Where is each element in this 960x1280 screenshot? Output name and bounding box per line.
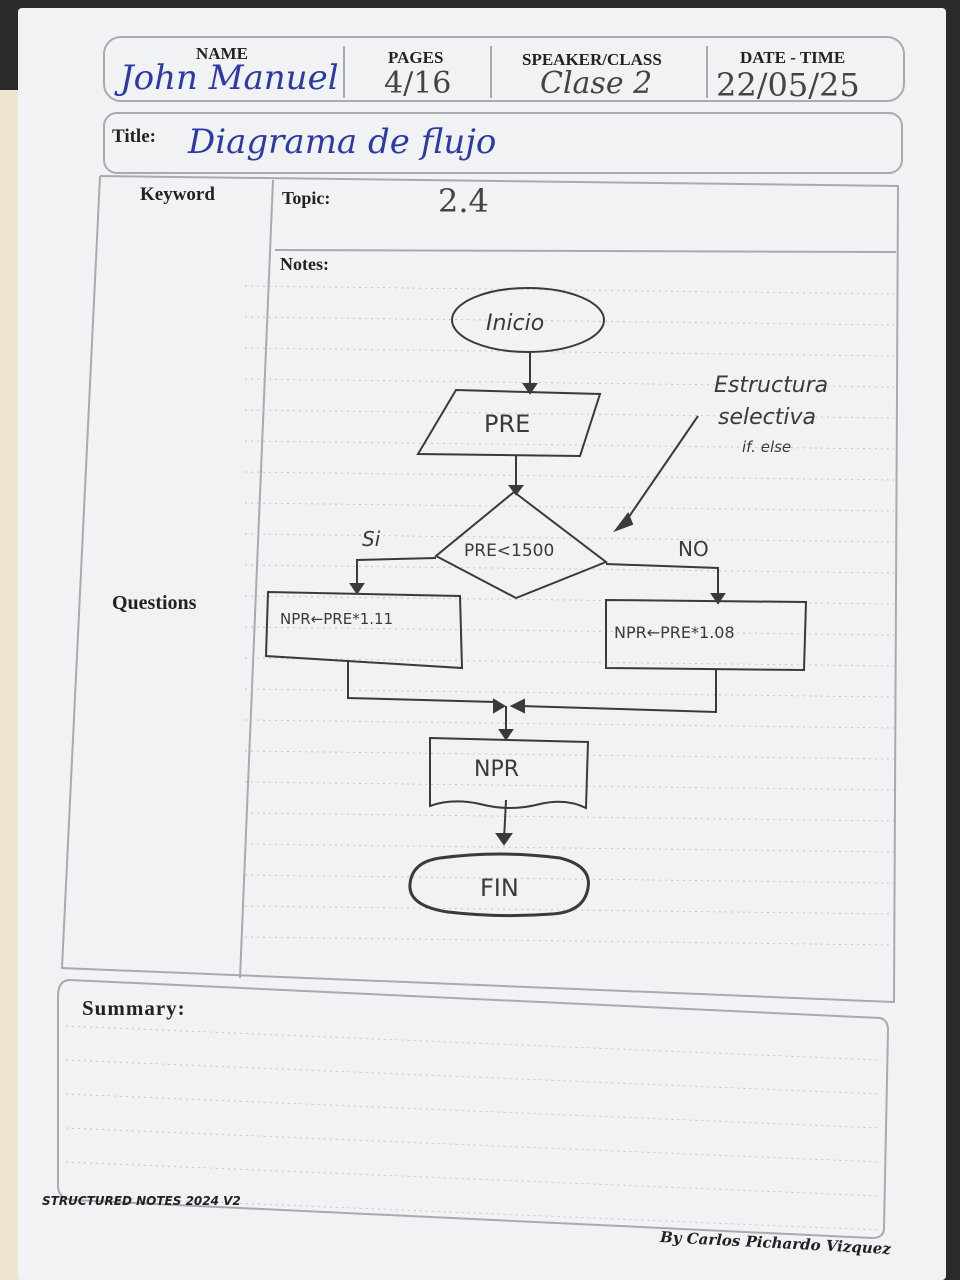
note-line <box>244 502 895 512</box>
yes-branch <box>356 557 437 590</box>
note-line <box>244 874 895 884</box>
summary-line <box>65 1195 881 1231</box>
notes-label: Notes: <box>280 254 329 274</box>
note-line <box>244 750 895 760</box>
no-process-node <box>605 598 808 672</box>
header-divider-2 <box>490 46 492 98</box>
summary-line <box>65 1127 881 1163</box>
decision-node <box>434 490 609 600</box>
output-label: NPR <box>474 757 519 782</box>
arrow-head <box>495 833 513 846</box>
keyword-label: Keyword <box>140 184 215 205</box>
frame-outline <box>60 175 900 1004</box>
arrow-head <box>710 593 726 605</box>
note-line <box>244 533 895 543</box>
arrow-head <box>508 485 524 496</box>
note-line <box>244 719 895 729</box>
date-label: DATE - TIME <box>740 48 846 67</box>
note-line <box>244 936 895 946</box>
annotation-arrow <box>623 415 699 525</box>
summary-lines <box>65 1025 881 1231</box>
annotation-line-1: Estructura <box>714 373 828 398</box>
end-label: FIN <box>480 874 519 902</box>
end-node <box>408 852 590 918</box>
annotation-line-2: selectiva <box>718 405 816 430</box>
note-line <box>244 285 895 295</box>
ruled-lines <box>244 285 895 946</box>
title-label: Title: <box>112 126 156 147</box>
note-line <box>244 409 895 419</box>
note-line <box>244 378 895 388</box>
note-line <box>244 688 895 698</box>
speaker-value: Clase 2 <box>540 66 653 101</box>
paper-edge-left <box>0 90 22 1280</box>
no-process-label: NPR←PRE*1.08 <box>614 623 735 642</box>
input-node <box>416 388 602 458</box>
no-branch <box>605 563 719 600</box>
arrow-head <box>349 583 365 595</box>
decision-label: PRE<1500 <box>464 541 554 561</box>
summary-line <box>65 1093 881 1129</box>
arrow-head <box>493 698 506 714</box>
summary-box <box>57 978 890 1240</box>
note-line <box>244 471 895 481</box>
arrow-head <box>613 511 634 533</box>
header-divider-1 <box>343 46 345 98</box>
topic-label: Topic: <box>282 188 331 208</box>
flowchart <box>264 287 808 918</box>
flowchart-labels: Inicio PRE PRE<1500 Si NO NPR←PRE*1.11 N… <box>280 311 828 902</box>
name-value: John Manuel <box>120 58 339 98</box>
summary-label: Summary: <box>82 996 186 1020</box>
arrow-head <box>498 729 514 741</box>
notes-sheet <box>18 8 946 1280</box>
arrow-head <box>509 698 525 714</box>
name-label: NAME <box>196 44 248 63</box>
note-line <box>244 626 895 636</box>
pages-value: 4/16 <box>384 66 452 101</box>
arrow-head <box>522 383 538 395</box>
note-line <box>244 812 895 822</box>
summary-line <box>65 1161 881 1197</box>
title-value: Diagrama de flujo <box>188 122 497 162</box>
header-box <box>103 36 905 102</box>
note-line <box>244 347 895 357</box>
input-label: PRE <box>484 410 530 438</box>
note-line <box>244 440 895 450</box>
summary-line <box>65 1059 881 1095</box>
note-line <box>244 316 895 326</box>
speaker-label: SPEAKER/CLASS <box>522 50 662 69</box>
note-line <box>244 781 895 791</box>
no-label: NO <box>678 537 709 561</box>
pages-label: PAGES <box>388 48 444 67</box>
yes-label: Si <box>362 527 381 551</box>
title-box <box>103 112 903 174</box>
date-value: 22/05/25 <box>716 66 860 104</box>
footer-brand: STRUCTURED NOTES 2024 V2 <box>42 1194 241 1208</box>
yes-process-node <box>264 590 464 670</box>
topic-value: 2.4 <box>438 182 489 220</box>
questions-label: Questions <box>112 592 197 614</box>
cornell-frame <box>60 175 900 1004</box>
yes-process-label: NPR←PRE*1.11 <box>280 610 393 628</box>
header-divider-3 <box>706 46 708 98</box>
note-line <box>244 657 895 667</box>
topic-divider <box>274 249 897 253</box>
start-label: Inicio <box>486 311 544 336</box>
merge-left <box>347 662 497 703</box>
keyword-divider <box>239 179 274 979</box>
note-line <box>244 843 895 853</box>
start-node <box>451 287 605 353</box>
note-line <box>244 564 895 574</box>
output-node <box>429 736 590 810</box>
summary-line <box>65 1025 881 1061</box>
annotation-line-3: if. else <box>742 438 791 456</box>
merge-right <box>519 670 717 714</box>
